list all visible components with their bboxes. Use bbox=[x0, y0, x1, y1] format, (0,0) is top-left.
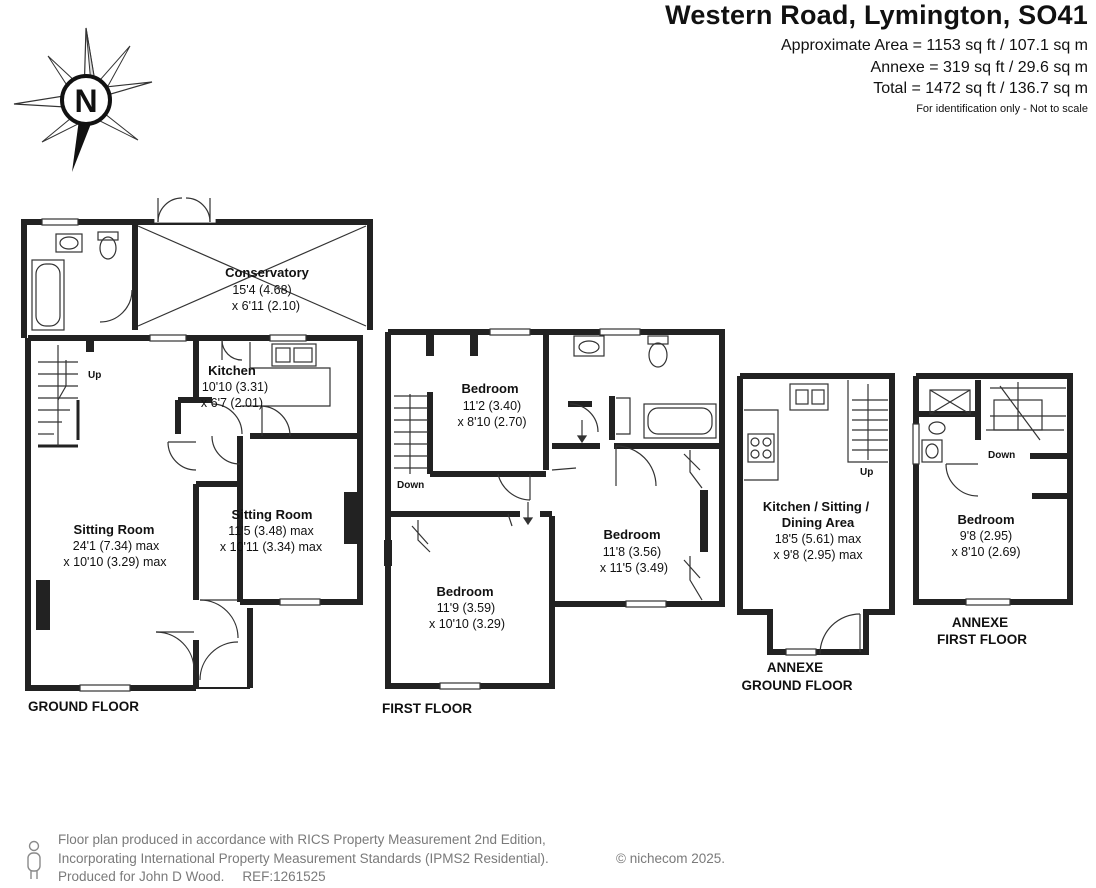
produced-for: Produced for John D Wood. bbox=[58, 869, 225, 884]
bedroom-1-name: Bedroom bbox=[461, 381, 518, 396]
bedroom-3-name: Bedroom bbox=[603, 527, 660, 542]
sitting-room-small-dim2: x 10'11 (3.34) max bbox=[220, 540, 323, 554]
total-area: Total = 1472 sq ft / 136.7 sq m bbox=[873, 80, 1088, 97]
annexe-first-fixtures bbox=[912, 382, 1066, 606]
fireplace-icon bbox=[36, 580, 50, 630]
kitchen-name: Kitchen bbox=[208, 363, 256, 378]
reference: REF:1261525 bbox=[242, 869, 326, 884]
annexe-first-floor-plan bbox=[913, 373, 1073, 605]
ground-floor-fixtures bbox=[31, 191, 367, 692]
compass-icon: N bbox=[13, 27, 153, 172]
annexe-first-label-1: ANNEXE bbox=[952, 615, 1008, 630]
ground-floor-label: GROUND FLOOR bbox=[28, 699, 139, 714]
annexe-ground-floor-plan bbox=[737, 373, 895, 655]
annexe-ground-label-2: GROUND FLOOR bbox=[742, 678, 853, 693]
annexe-ground-fixtures bbox=[744, 380, 888, 656]
annexe-kitchen-name-1: Kitchen / Sitting / bbox=[763, 499, 870, 514]
annexe-kitchen-name-2: Dining Area bbox=[782, 515, 855, 530]
annexe-stair-down-label: Down bbox=[988, 450, 1015, 461]
annexe-ground-label-1: ANNEXE bbox=[767, 660, 823, 675]
annexe-first-label-2: FIRST FLOOR bbox=[937, 632, 1027, 647]
first-floor-label: FIRST FLOOR bbox=[382, 701, 472, 716]
conservatory-dim1: 15'4 (4.68) bbox=[232, 283, 291, 297]
annexe-kitchen-dim2: x 9'8 (2.95) max bbox=[773, 548, 863, 562]
kitchen-dim2: x 6'7 (2.01) bbox=[201, 396, 263, 410]
compass-label: N bbox=[74, 83, 97, 119]
first-floor-fixtures bbox=[394, 328, 717, 690]
first-floor-plan bbox=[384, 329, 725, 689]
annexe-bedroom-dim2: x 8'10 (2.69) bbox=[951, 545, 1020, 559]
footer-line-3: Produced for John D Wood. REF:1261525 bbox=[58, 869, 344, 884]
sitting-room-large-dim1: 24'1 (7.34) max bbox=[73, 539, 160, 553]
bedroom-3-dim1: 11'8 (3.56) bbox=[603, 545, 661, 559]
property-title: Western Road, Lymington, SO41 bbox=[665, 0, 1088, 30]
bedroom-2-dim1: 11'9 (3.59) bbox=[437, 601, 495, 615]
approximate-area: Approximate Area = 1153 sq ft / 107.1 sq… bbox=[781, 37, 1088, 54]
bedroom-1-dim1: 11'2 (3.40) bbox=[463, 399, 521, 413]
stair-down-label: Down bbox=[397, 480, 424, 491]
conservatory-name: Conservatory bbox=[225, 265, 310, 280]
footer-line-1: Floor plan produced in accordance with R… bbox=[58, 832, 546, 847]
ground-floor-plan bbox=[21, 219, 373, 691]
annexe-stair-up-label: Up bbox=[860, 467, 873, 478]
stair-up-label: Up bbox=[88, 370, 101, 381]
annexe-bedroom-dim1: 9'8 (2.95) bbox=[960, 529, 1012, 543]
bedroom-3-dim2: x 11'5 (3.49) bbox=[600, 561, 668, 575]
conservatory-dim2: x 6'11 (2.10) bbox=[232, 299, 300, 313]
door-arrow-icon bbox=[522, 420, 588, 526]
annexe-area: Annexe = 319 sq ft / 29.6 sq m bbox=[870, 59, 1088, 76]
sitting-room-large-name: Sitting Room bbox=[74, 522, 155, 537]
sitting-room-small-name: Sitting Room bbox=[232, 507, 313, 522]
annexe-bedroom-name: Bedroom bbox=[957, 512, 1014, 527]
bedroom-2-name: Bedroom bbox=[436, 584, 493, 599]
footer-line-2: Incorporating International Property Mea… bbox=[58, 851, 549, 866]
scale-note: For identification only - Not to scale bbox=[916, 103, 1088, 115]
person-icon bbox=[27, 840, 41, 879]
annexe-kitchen-dim1: 18'5 (5.61) max bbox=[775, 532, 862, 546]
sitting-room-large-dim2: x 10'10 (3.29) max bbox=[63, 555, 167, 569]
bedroom-1-dim2: x 8'10 (2.70) bbox=[457, 415, 526, 429]
kitchen-dim1: 10'10 (3.31) bbox=[202, 380, 268, 394]
sitting-room-small-dim1: 11'5 (3.48) max bbox=[228, 524, 314, 538]
bedroom-2-dim2: x 10'10 (3.29) bbox=[429, 617, 505, 631]
fireplace-icon bbox=[344, 492, 358, 544]
copyright: © nichecom 2025. bbox=[616, 851, 726, 866]
